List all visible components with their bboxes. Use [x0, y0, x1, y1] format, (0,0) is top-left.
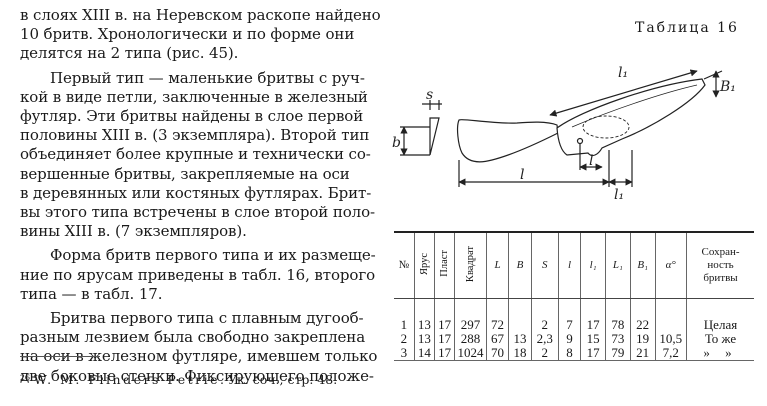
label-B1: B₁ [719, 79, 736, 95]
text-line: футляр. Эти бритвы найдены в слое первой [20, 107, 364, 126]
table-cell: 10,5 [654, 332, 687, 346]
footnote: ²⁶ W. M. Flinders Petrie. Ук. соч., стр.… [20, 372, 337, 387]
table-row: 3 14 17 1024 70 18 2 8 17 79 21 7,2 » » [394, 346, 754, 361]
table-cell: 2,3 [530, 332, 559, 346]
table-header-cell: Пласт [433, 231, 455, 299]
table-cell: 2 [530, 318, 559, 332]
table-cell: 70 [485, 346, 509, 361]
table-cell: 2 [530, 346, 559, 361]
table-cell: То же [686, 332, 754, 346]
main-text-column: в слоях XIII в. на Неревском раскопе най… [20, 6, 381, 386]
table-cell: 9 [557, 332, 581, 346]
text-line: 10 бритв. Хронологически и по форме они [20, 25, 355, 44]
table-row: 1 13 17 297 72 2 7 17 78 22 Целая [394, 318, 754, 332]
table-cell: 22 [629, 318, 655, 332]
razor-data-table: № Ярус Пласт Квадрат L B S l l₁ L₁ B₁ α°… [394, 231, 754, 361]
table-cell: 19 [629, 332, 655, 346]
label-l1-small: l₁ [614, 187, 624, 203]
table-cell: 72 [485, 318, 509, 332]
table-header-cell: № [394, 231, 415, 299]
table-cell: 17 [580, 318, 606, 332]
text-line: Форма бритв первого типа и их размеще- [50, 246, 376, 265]
table-cell: 17 [433, 318, 455, 332]
table-header-row: № Ярус Пласт Квадрат L B S l l₁ L₁ B₁ α°… [394, 231, 754, 299]
table-header-cell: α° [654, 231, 687, 299]
label-b: b [392, 135, 401, 151]
text-line: вы этого типа встречены в слое второй по… [20, 203, 376, 222]
table-header-cell: Квадрат [454, 231, 487, 299]
table-cell: 3 [394, 346, 415, 361]
text-line: две боковые стенки. Фиксирующего положе- [20, 366, 374, 385]
table-header-cell: B [508, 231, 532, 299]
text-line: половины XIII в. (3 экземпляра). Второй … [20, 126, 370, 145]
table-header-cell: L [485, 231, 509, 299]
table-cell: 18 [508, 346, 532, 361]
text-line: в деревянных или костяных футлярах. Брит… [20, 183, 372, 202]
text-line: делятся на 2 типа (рис. 45). [20, 44, 239, 63]
footnote-divider [20, 356, 100, 357]
text-line: в слоях XIII в. на Неревском раскопе най… [20, 6, 381, 24]
table-cell: 17 [580, 346, 606, 361]
table-cell: 21 [629, 346, 655, 361]
label-L: l [520, 167, 524, 183]
footnote-author: W. M. Flinders Petrie [34, 372, 220, 387]
table-cell: 1 [400, 317, 408, 332]
text-line: типа — в табл. 17. [20, 284, 163, 303]
table-cell: 7 [557, 318, 581, 332]
table-header-cell: S [530, 231, 559, 299]
table-cell: 73 [605, 332, 631, 346]
label-l-small: l [589, 153, 593, 169]
table-header-cell: l [557, 231, 581, 299]
table-header-cell: Ярус [413, 231, 435, 299]
table-cell [654, 318, 687, 332]
text-line: вины XIII в. (7 экземпляров). [20, 222, 247, 241]
table-cell: 78 [605, 318, 631, 332]
table-cell: 2 [400, 331, 408, 346]
table-cell: 17 [433, 332, 455, 346]
cross-section-shape [429, 117, 440, 156]
table-header-cell: L₁ [605, 231, 631, 299]
dim-line [549, 69, 698, 117]
table-header-cell: Сохран- ность бритвы [686, 231, 754, 299]
footnote-rest: . Ук. соч., стр. 48. [220, 372, 338, 387]
table-title: Таблица 16 [635, 20, 739, 36]
table-cell: 67 [485, 332, 509, 346]
table-cell: 297 [454, 318, 487, 332]
table-cell: 13 [508, 332, 532, 346]
label-l1: l₁ [618, 65, 628, 81]
table-cell: 13 [413, 318, 435, 332]
text-line: объединяет более крупные и технически со… [20, 145, 371, 164]
footnote-mark: ²⁶ [20, 372, 31, 387]
table-cell: 1024 [454, 346, 487, 361]
table-cell: » » [686, 346, 754, 361]
text-line: вершенные бритвы, закрепляемые на оси [20, 164, 350, 183]
text-line: ние по ярусам приведены в табл. 16, втор… [20, 265, 376, 284]
razor-blade-shape [456, 118, 559, 163]
table-cell: 7,2 [654, 346, 687, 361]
text-line: кой в виде петли, заключенные в железный [20, 87, 368, 106]
table-cell: 79 [605, 346, 631, 361]
dim-line [703, 70, 723, 80]
table-cell: 8 [557, 346, 581, 361]
table-cell: 17 [433, 346, 455, 361]
text-line: разным лезвием была свободно закреплена [20, 328, 366, 347]
table-cell: 288 [454, 332, 487, 346]
razor-drawing: s b l₁ B₁ l l₁ l [392, 65, 736, 203]
table-cell [508, 318, 532, 332]
text-line: Первый тип — маленькие бритвы с руч- [50, 68, 365, 87]
table-cell: 15 [580, 332, 606, 346]
label-s: s [426, 87, 433, 103]
table-header-cell: B₁ [629, 231, 655, 299]
table-row: 2 13 17 288 67 13 2,3 9 15 73 19 10,5 То… [394, 332, 754, 346]
table-header-cell: l₁ [580, 231, 606, 299]
table-cell: Целая [686, 318, 754, 332]
text-line: на оси в железном футляре, имевшем тольк… [20, 347, 378, 366]
table-cell: 14 [413, 346, 435, 361]
table-cell: 13 [413, 332, 435, 346]
text-line: Бритва первого типа с плавным дугооб- [50, 309, 364, 328]
